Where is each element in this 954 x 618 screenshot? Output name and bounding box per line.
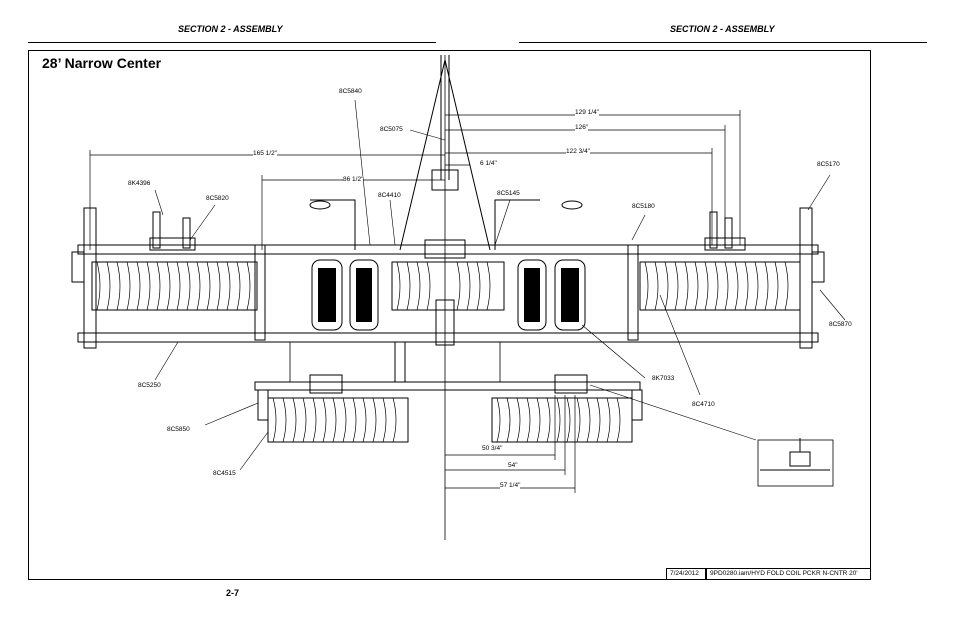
dimension-label: 54"	[508, 462, 518, 469]
part-label: 8C4515	[213, 470, 236, 477]
part-label: 8C5250	[138, 382, 161, 389]
part-label: 8C5840	[339, 88, 362, 95]
main-frame-rear	[77, 332, 819, 343]
title-block-date: 7/24/2012	[666, 568, 706, 580]
left-coil-roller	[91, 261, 258, 311]
dimension-label: 86 1/2"	[343, 176, 364, 183]
part-label: 8K4396	[128, 180, 151, 187]
wheel-right-2	[554, 259, 586, 331]
rear-left-coil-roller	[267, 397, 409, 443]
part-label: 8C4410	[378, 192, 401, 199]
dimension-label: 165 1/2"	[253, 150, 277, 157]
section-header-right: SECTION 2 - ASSEMBLY	[670, 24, 775, 34]
main-frame-front	[77, 244, 819, 255]
wheel-left-1	[311, 259, 343, 331]
right-upright	[799, 207, 813, 349]
rear-toolbar	[254, 381, 641, 391]
drawing-frame	[28, 50, 871, 580]
part-label: 8C5870	[829, 321, 852, 328]
title-block-file: 9PD0280.iam/HYD FOLD COIL PCKR N-CNTR 20…	[706, 568, 871, 580]
section-header-left: SECTION 2 - ASSEMBLY	[178, 24, 283, 34]
part-label: 8C4710	[692, 401, 715, 408]
page-title: 28’ Narrow Center	[42, 55, 162, 71]
header-rule-left	[28, 42, 436, 43]
wheel-right-1	[517, 259, 547, 331]
dimension-label: 126"	[575, 124, 589, 131]
dimension-label: 57 1/4"	[500, 482, 521, 489]
dimension-label: 129 1/4"	[575, 109, 599, 116]
part-label: 8C5850	[167, 426, 190, 433]
dimension-label: 6 1/4"	[480, 160, 497, 167]
part-label: 8C5145	[497, 190, 520, 197]
part-label: 8C5180	[632, 203, 655, 210]
center-coil-roller	[391, 261, 505, 311]
part-label: 8C5170	[817, 161, 840, 168]
wheel-left-2	[349, 259, 379, 331]
part-label: 8K7033	[652, 375, 675, 382]
dimension-label: 122 3/4"	[566, 148, 590, 155]
dimension-label: 50 3/4"	[482, 445, 503, 452]
part-label: 8C5075	[380, 126, 403, 133]
page-number: 2-7	[226, 588, 240, 598]
rear-right-coil-roller	[491, 397, 633, 443]
header-rule-right	[519, 42, 927, 43]
right-coil-roller	[639, 261, 801, 311]
detail-inset	[757, 439, 834, 487]
part-label: 8C5820	[206, 195, 229, 202]
